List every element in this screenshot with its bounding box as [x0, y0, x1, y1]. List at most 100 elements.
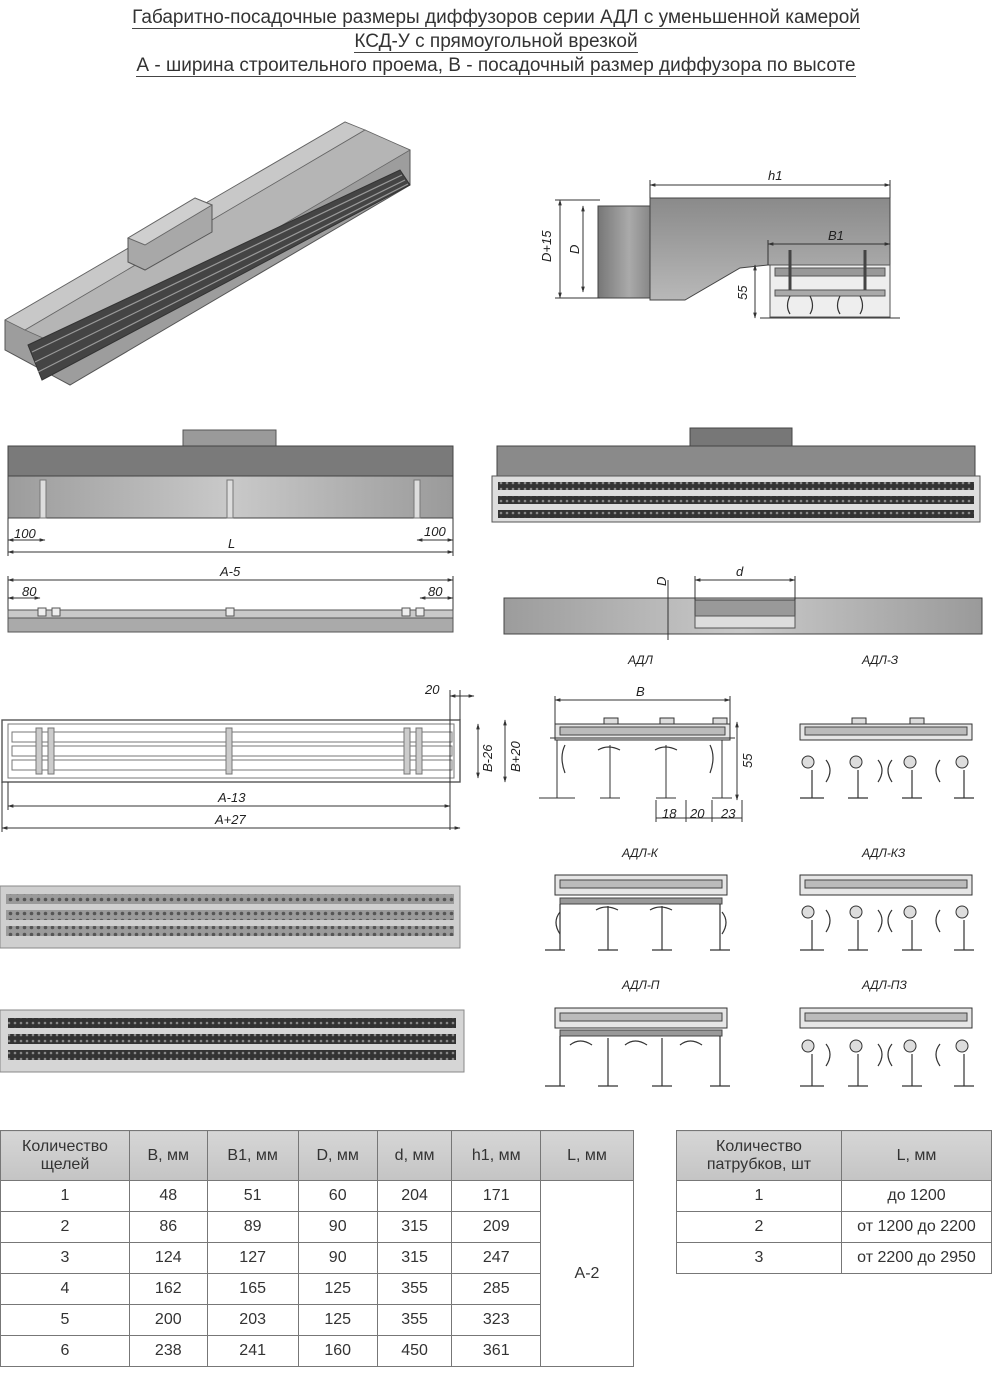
- cell: 165: [206, 1273, 299, 1305]
- nozzles-table: Количество патрубков, шт L, мм 1 до 1200…: [676, 1130, 992, 1274]
- table-row: 1 до 1200: [676, 1180, 992, 1212]
- cell: 3: [676, 1242, 842, 1274]
- cell: 355: [376, 1273, 453, 1305]
- cell: 86: [129, 1211, 208, 1243]
- cell: 60: [297, 1180, 378, 1212]
- plan-view-outline: [1, 690, 507, 832]
- dim-55-side: 55: [735, 285, 750, 300]
- cell: 48: [129, 1180, 208, 1212]
- th-l-range: L, мм: [841, 1130, 992, 1181]
- front-view-plenum: [7, 429, 454, 556]
- cell: 204: [376, 1180, 453, 1212]
- table-row: 1 48 51 60 204 171 A-2: [0, 1180, 634, 1367]
- cell: 127: [206, 1242, 299, 1274]
- cell: 209: [451, 1211, 541, 1243]
- label-adl-p3: АДЛ-ПЗ: [862, 978, 907, 992]
- cell: 200: [129, 1304, 208, 1336]
- dim-80-right: 80: [428, 584, 443, 599]
- cell: 160: [297, 1335, 378, 1367]
- th-l: L, мм: [540, 1130, 634, 1181]
- profile-adl-p: [545, 1007, 730, 1087]
- side-section-view: [555, 180, 900, 319]
- dim-a-plus-27: A+27: [215, 812, 246, 827]
- th-small-d: d, мм: [376, 1130, 453, 1181]
- cell: 285: [451, 1273, 541, 1305]
- dim-l: L: [228, 536, 236, 551]
- profile-adl-p3: [799, 1007, 974, 1087]
- dim-d: D: [567, 244, 582, 254]
- cell: 171: [451, 1180, 541, 1212]
- page-title: Габаритно-посадочные размеры диффузоров …: [0, 6, 992, 78]
- cell: 3: [0, 1242, 130, 1274]
- cell: 89: [206, 1211, 299, 1243]
- cell: 5: [0, 1304, 130, 1336]
- profile-adl-k: [545, 874, 730, 951]
- cell: 203: [206, 1304, 299, 1336]
- cell: 125: [297, 1273, 378, 1305]
- dim-b-minus-26: B-26: [480, 744, 495, 772]
- cell: 355: [376, 1304, 453, 1336]
- dim-d-section: D: [654, 576, 669, 586]
- label-adl-3: АДЛ-З: [862, 653, 899, 667]
- label-adl-k: АДЛ-К: [622, 846, 658, 860]
- title-line-2: КСД-У с прямоугольной врезкой: [354, 31, 638, 53]
- title-line-3: А - ширина строительного проема, В - пос…: [136, 55, 856, 77]
- cell: 51: [206, 1180, 299, 1212]
- dim-d-plus-15: D+15: [539, 230, 554, 262]
- table-row: 2 от 1200 до 2200: [676, 1211, 992, 1243]
- title-line-1: Габаритно-посадочные размеры диффузоров …: [132, 7, 860, 29]
- profile-adl-k3: [799, 874, 974, 951]
- dim-23: 23: [721, 806, 736, 821]
- cell: 1: [0, 1180, 130, 1212]
- dim-b-profile: B: [636, 684, 645, 699]
- cell: 162: [129, 1273, 208, 1305]
- cell: 361: [451, 1335, 541, 1367]
- dim-100-left: 100: [14, 526, 36, 541]
- dim-18: 18: [662, 806, 677, 821]
- perforated-panel-1: [0, 885, 461, 949]
- th-h1: h1, мм: [451, 1130, 541, 1181]
- cell: 125: [297, 1304, 378, 1336]
- dim-b1: B1: [828, 228, 844, 243]
- cell: 2: [0, 1211, 130, 1243]
- cell: 247: [451, 1242, 541, 1274]
- top-view-a5: [7, 576, 454, 633]
- perforated-panel-2: [0, 1009, 465, 1073]
- dim-55-profile: 55: [740, 753, 755, 768]
- table-row: 3 124 127 90 315 247: [0, 1242, 634, 1274]
- dim-80-left: 80: [22, 584, 37, 599]
- dim-20-plan: 20: [425, 682, 440, 697]
- table-row: 5 200 203 125 355 323: [0, 1304, 634, 1336]
- dim-h1: h1: [768, 168, 783, 183]
- table-row: 3 от 2200 до 2950: [676, 1242, 992, 1274]
- cell: 323: [451, 1304, 541, 1336]
- cell-l-value: A-2: [540, 1180, 634, 1367]
- front-view-slots: [491, 427, 981, 523]
- dim-100-right: 100: [424, 524, 446, 539]
- cell: 124: [129, 1242, 208, 1274]
- profile-adl: [539, 696, 743, 822]
- table-row: 6 238 241 160 450 361: [0, 1335, 634, 1367]
- label-adl-p: АДЛ-П: [622, 978, 660, 992]
- dim-small-d: d: [736, 564, 744, 579]
- table-row: 2 86 89 90 315 209: [0, 1211, 634, 1243]
- th-d: D, мм: [297, 1130, 378, 1181]
- th-slots: Количество щелей: [0, 1130, 130, 1181]
- dim-b-plus-20: B+20: [508, 741, 523, 772]
- cell: 238: [129, 1335, 208, 1367]
- th-b: B, мм: [129, 1130, 208, 1181]
- label-adl: АДЛ: [628, 653, 653, 667]
- cell: 4: [0, 1273, 130, 1305]
- cell: 6: [0, 1335, 130, 1367]
- cell: 450: [376, 1335, 453, 1367]
- cell: 1: [676, 1180, 842, 1212]
- th-nozzles: Количество патрубков, шт: [676, 1130, 842, 1181]
- dimensions-table: Количество щелей B, мм B1, мм D, мм d, м…: [0, 1130, 634, 1367]
- cell: 2: [676, 1211, 842, 1243]
- dim-20-profile: 20: [690, 806, 705, 821]
- cell: 90: [297, 1242, 378, 1274]
- cell: 315: [376, 1242, 453, 1274]
- table-row: 4 162 165 125 355 285: [0, 1273, 634, 1305]
- profile-adl-3: [799, 717, 974, 799]
